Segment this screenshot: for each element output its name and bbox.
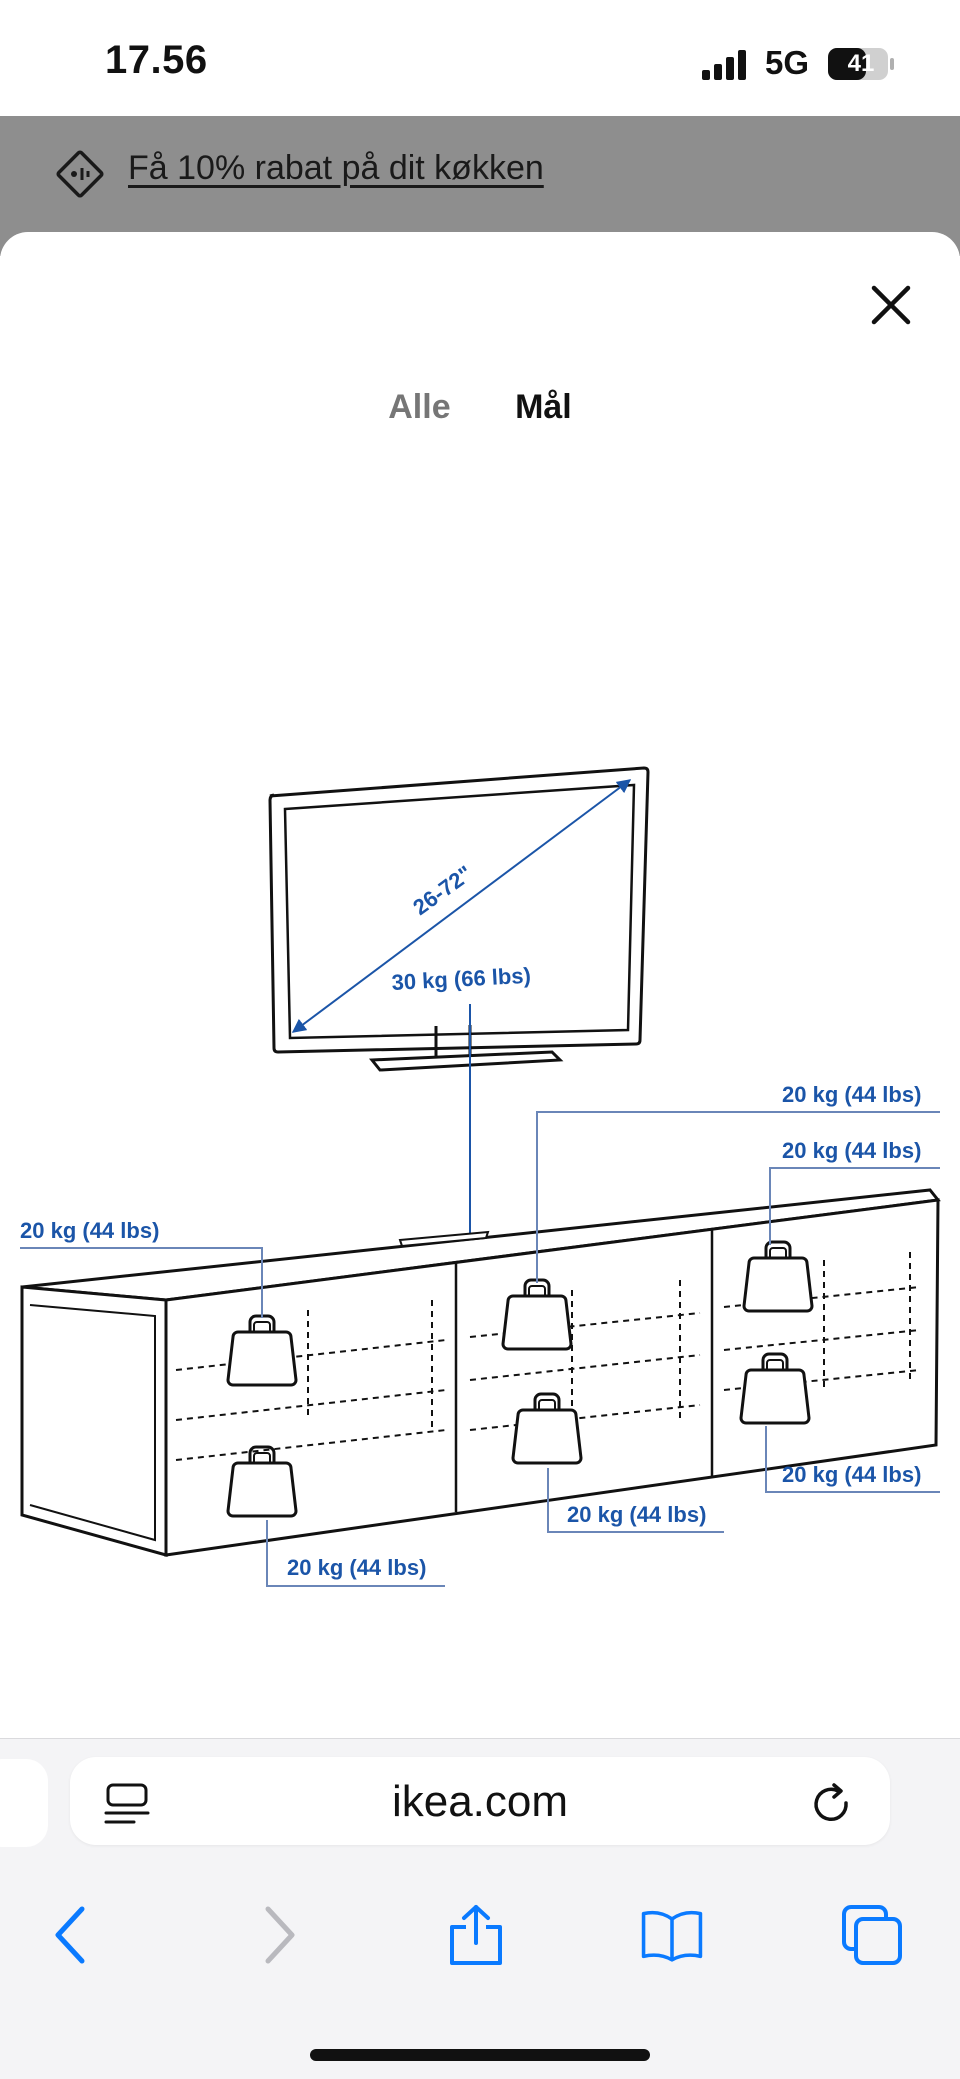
price-tag-icon — [56, 150, 104, 198]
share-icon[interactable] — [444, 1903, 508, 1967]
network-type: 5G — [765, 44, 810, 81]
tab-maal[interactable]: Mål — [515, 388, 572, 426]
cellular-signal-icon — [702, 50, 746, 80]
url-text[interactable]: ikea.com — [391, 1777, 569, 1826]
shelf-load-label-lower-middle: 20 kg (44 lbs) — [567, 1502, 706, 1527]
reload-icon[interactable] — [808, 1781, 856, 1829]
tabs-icon[interactable] — [840, 1903, 904, 1967]
reader-icon[interactable] — [104, 1783, 150, 1825]
forward-icon[interactable] — [246, 1903, 310, 1967]
previous-tab-preview[interactable] — [0, 1759, 48, 1847]
dimensions-illustration: 26-72" 30 kg (66 lbs) — [20, 766, 941, 1587]
status-bar: 17.56 5G 41 — [0, 0, 960, 116]
battery-level: 41 — [847, 50, 875, 77]
leader-lines — [20, 1111, 940, 1587]
status-time: 17.56 — [105, 38, 208, 82]
shelf-load-label-upper-right: 20 kg (44 lbs) — [782, 1138, 921, 1163]
browser-chrome: ikea.com — [0, 1738, 960, 2079]
tab-alle[interactable]: Alle — [388, 388, 451, 426]
battery-icon — [828, 48, 894, 80]
view-tabs: Alle Mål — [0, 388, 960, 427]
shelf-load-label-lower-right: 20 kg (44 lbs) — [782, 1462, 921, 1487]
tv-drawing — [268, 766, 650, 1252]
bookmarks-icon[interactable] — [640, 1903, 704, 1967]
shelf-load-label-upper-middle: 20 kg (44 lbs) — [782, 1082, 921, 1107]
back-icon[interactable] — [40, 1903, 104, 1967]
promo-link[interactable]: Få 10% rabat på dit køkken — [128, 149, 544, 187]
close-icon[interactable] — [862, 276, 920, 334]
shelf-load-label-lower-left: 20 kg (44 lbs) — [287, 1555, 426, 1580]
address-bar[interactable]: ikea.com — [70, 1757, 890, 1845]
shelf-load-label-upper-left: 20 kg (44 lbs) — [20, 1218, 159, 1243]
home-indicator — [310, 2049, 650, 2061]
